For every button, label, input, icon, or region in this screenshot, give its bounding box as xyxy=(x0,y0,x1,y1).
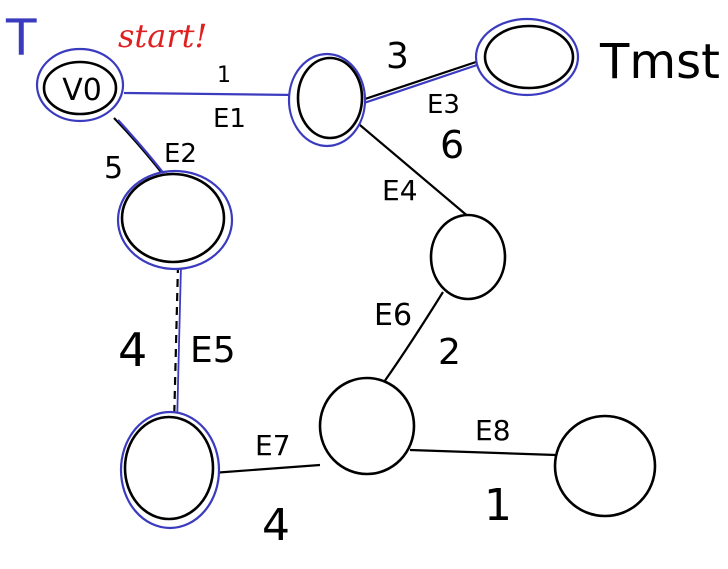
e8-weight: 1 xyxy=(484,480,512,531)
t-label: T xyxy=(5,9,37,67)
edge-e5 xyxy=(172,264,180,426)
e2-weight: 5 xyxy=(104,151,123,186)
e5-weight: 4 xyxy=(118,323,147,377)
node-v0: V0 xyxy=(35,47,125,123)
e6-name: E6 xyxy=(374,298,412,333)
e7-weight: 4 xyxy=(262,500,290,551)
node-4 xyxy=(429,213,507,301)
edge-e6 xyxy=(383,291,444,383)
e3-alt-weight: 6 xyxy=(440,123,464,167)
v0-label: V0 xyxy=(62,73,102,108)
edge-e3 xyxy=(361,58,483,102)
edge-e3-highlight xyxy=(363,60,487,105)
e4-name: E4 xyxy=(382,174,418,207)
edge-e5-highlight xyxy=(176,264,182,426)
e2-name: E2 xyxy=(164,139,197,169)
edge-e1 xyxy=(123,91,297,97)
e5-name: E5 xyxy=(190,330,236,371)
start-label: start! xyxy=(118,17,207,55)
edge-e2 xyxy=(113,117,166,178)
node-2 xyxy=(116,169,234,271)
node-6 xyxy=(119,410,221,530)
tmst-label: Tmst xyxy=(599,34,720,90)
e8-name: E8 xyxy=(475,414,511,447)
edge-e2-highlight xyxy=(117,119,170,181)
e3-weight: 3 xyxy=(386,36,409,77)
e6-weight: 2 xyxy=(438,332,461,373)
e7-name: E7 xyxy=(255,429,291,462)
node-1 xyxy=(287,52,367,148)
edge-e7 xyxy=(211,463,321,475)
e1-weight: 1 xyxy=(217,63,231,88)
edge-e4 xyxy=(353,119,471,219)
edge-e8 xyxy=(409,448,557,457)
node-tmst xyxy=(474,17,580,97)
node-7 xyxy=(553,414,657,518)
e1-name: E1 xyxy=(213,104,246,134)
e3-name: E3 xyxy=(427,90,460,120)
node-5 xyxy=(318,376,416,476)
